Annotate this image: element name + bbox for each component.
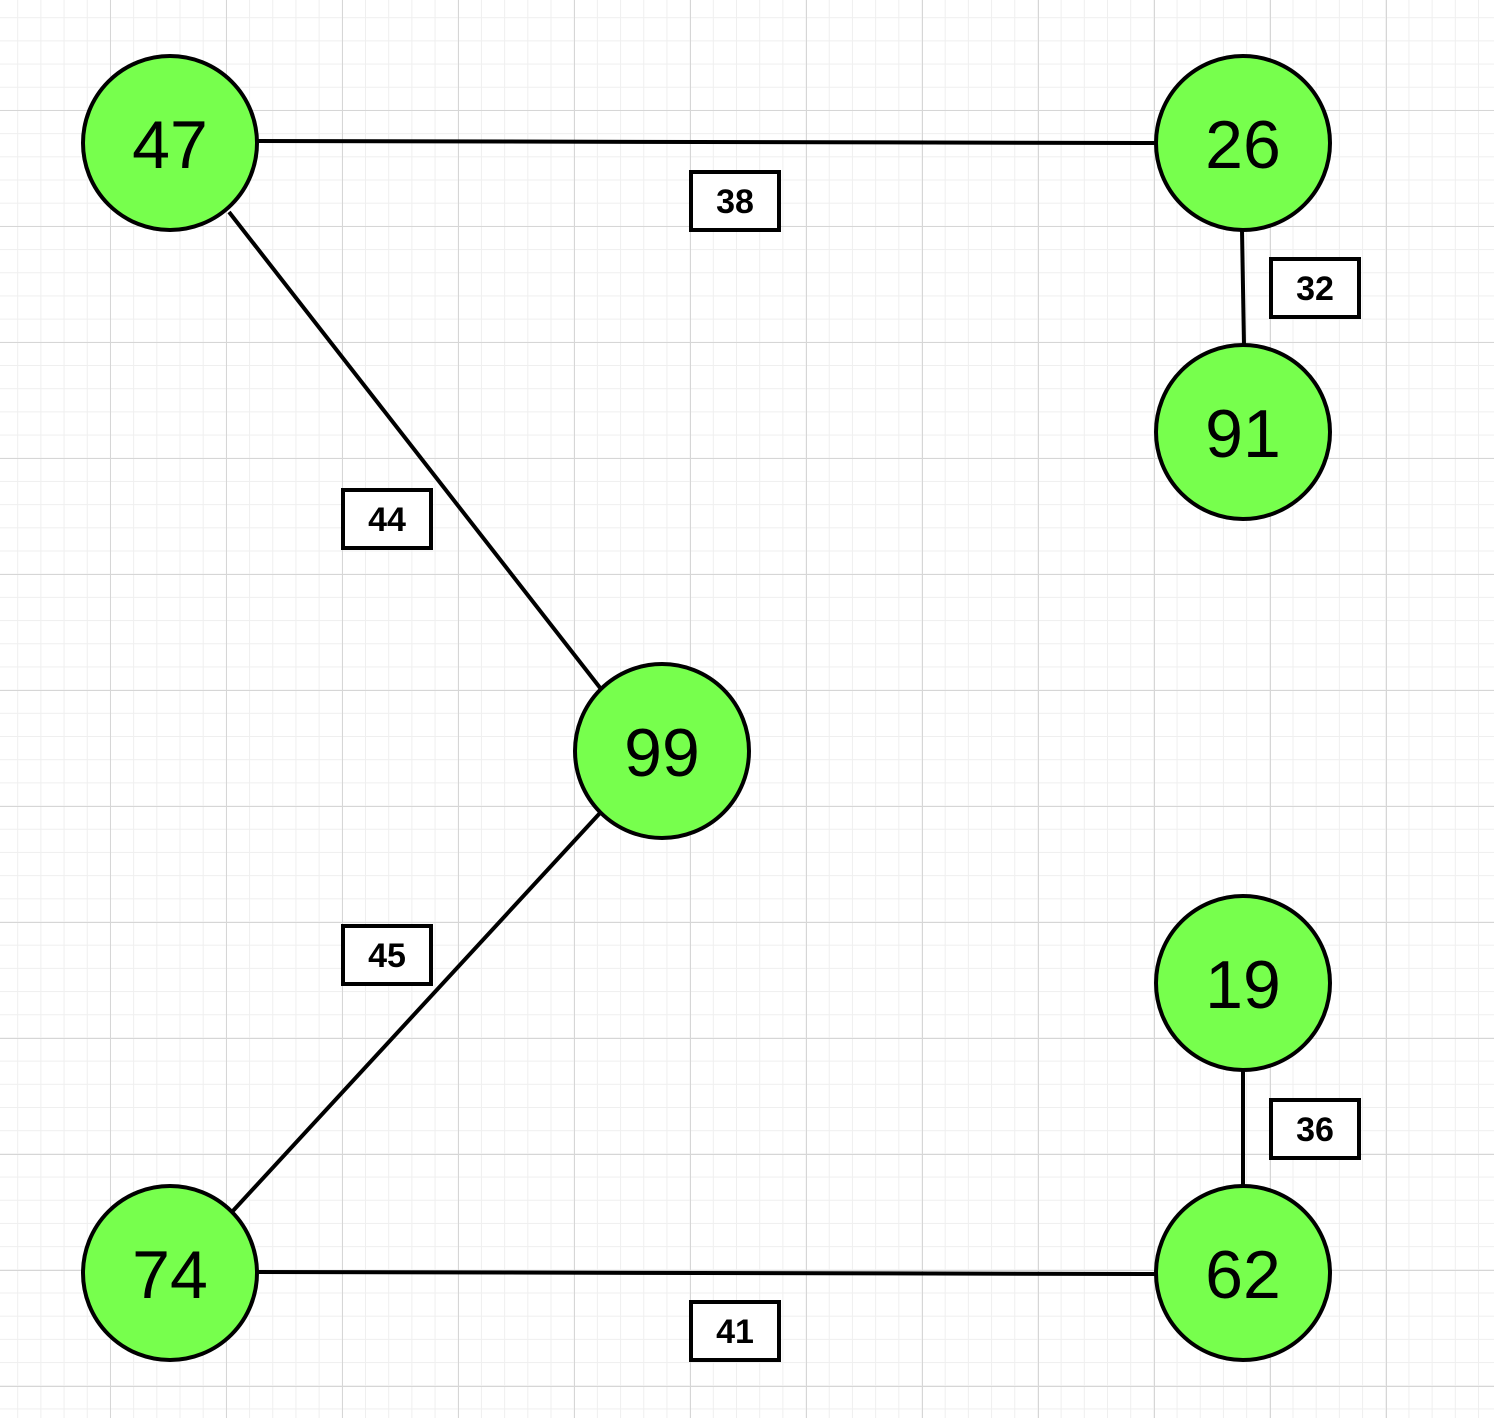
graph-node-74: 74 (81, 1184, 259, 1362)
nodes-layer: 47 26 91 99 19 74 62 (81, 54, 1332, 1362)
graph-node-62: 62 (1154, 1184, 1332, 1362)
node-label: 99 (624, 715, 700, 791)
edge-weight-box (1269, 1098, 1361, 1160)
node-circle (81, 1184, 259, 1362)
node-circle (573, 662, 751, 840)
edge-weight-label: 41 (689, 1300, 781, 1362)
node-label: 19 (1205, 947, 1281, 1023)
edge-weight-label: 44 (341, 488, 433, 550)
edge-weight-label: 38 (689, 170, 781, 232)
graph-node-26: 26 (1154, 54, 1332, 232)
edge-n47-n99 (227, 210, 603, 691)
graph-node-47: 47 (81, 54, 259, 232)
edge-weight-box (689, 1300, 781, 1362)
edge-weight-label: 32 (1269, 257, 1361, 319)
node-circle (1154, 343, 1332, 521)
node-label: 62 (1205, 1237, 1281, 1313)
node-label: 26 (1205, 107, 1281, 183)
edge-n74-n62 (256, 1270, 1157, 1276)
edge-weight-box (689, 170, 781, 232)
node-circle (1154, 894, 1332, 1072)
edge-weight-text: 32 (1296, 270, 1334, 308)
node-label: 74 (132, 1237, 208, 1313)
edges-layer (227, 139, 1246, 1276)
edge-weight-label: 36 (1269, 1098, 1361, 1160)
graph-node-99: 99 (573, 662, 751, 840)
node-circle (81, 54, 259, 232)
edge-n47-n26 (256, 139, 1157, 145)
edge-weight-box (341, 488, 433, 550)
edge-weight-box (341, 924, 433, 986)
node-circle (1154, 54, 1332, 232)
graph-node-91: 91 (1154, 343, 1332, 521)
weights-layer: 38 32 44 45 36 41 (341, 170, 1361, 1362)
edge-weight-text: 36 (1296, 1111, 1334, 1149)
node-circle (1154, 1184, 1332, 1362)
edge-n26-n91 (1240, 229, 1246, 346)
node-label: 47 (132, 107, 208, 183)
edge-weight-text: 45 (368, 937, 406, 975)
edge-weight-text: 38 (716, 183, 754, 221)
edge-weight-text: 41 (716, 1313, 754, 1351)
edge-weight-label: 45 (341, 924, 433, 986)
edge-n99-n74 (229, 811, 602, 1215)
graph-node-19: 19 (1154, 894, 1332, 1072)
edge-weight-text: 44 (368, 501, 406, 539)
node-label: 91 (1205, 396, 1281, 472)
edge-weight-box (1269, 257, 1361, 319)
